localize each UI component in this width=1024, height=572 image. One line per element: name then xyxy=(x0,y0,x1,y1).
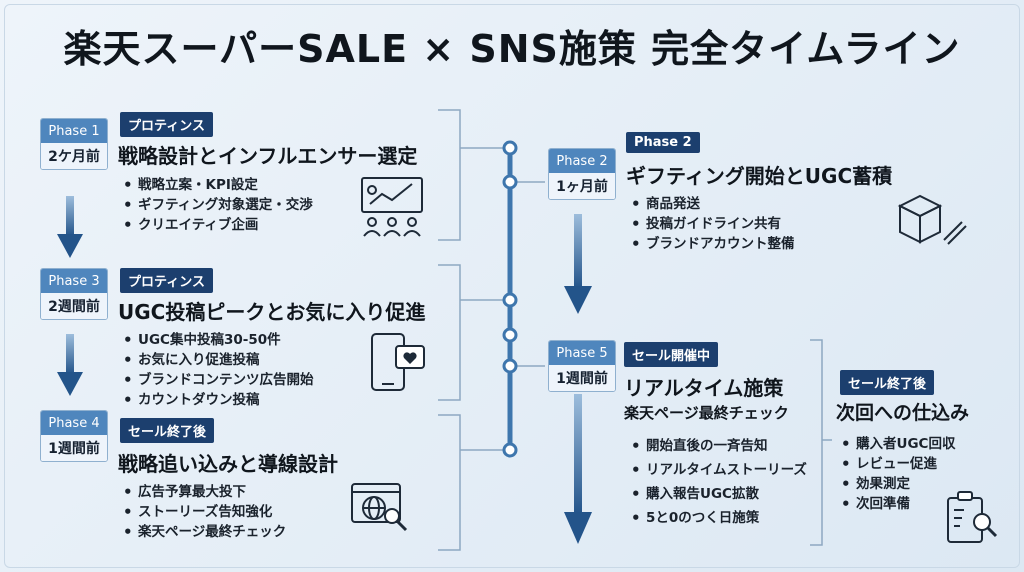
phase5-subheading: 楽天ページ最終チェック xyxy=(624,404,789,422)
list-item: カウントダウン投稿 xyxy=(120,390,314,410)
arrow-phase3-to-phase4 xyxy=(57,334,83,396)
phase2-label: Phase 2 xyxy=(549,149,615,173)
list-item: 効果測定 xyxy=(838,474,955,494)
phase5-timing: 1週間前 xyxy=(549,365,615,391)
phase5-bullets: 開始直後の一斉告知 リアルタイムストーリーズ 購入報告UGC拡散 5と0のつく日… xyxy=(628,434,807,530)
list-item: 広告予算最大投下 xyxy=(120,482,286,502)
phase3-badge: Phase 3 2週間前 xyxy=(40,268,108,320)
list-item: 楽天ページ最終チェック xyxy=(120,522,286,542)
page-title: 楽天スーパーSALE × SNS施策 完全タイムライン xyxy=(63,27,961,71)
list-item: レビュー促進 xyxy=(838,454,955,474)
phase2-badge: Phase 2 1ヶ月前 xyxy=(548,148,616,200)
phase4-bullets: 広告予算最大投下 ストーリーズ告知強化 楽天ページ最終チェック xyxy=(120,482,286,542)
phase1-timing: 2ケ月前 xyxy=(41,143,107,169)
list-item: 購入者UGC回収 xyxy=(838,434,955,454)
timeline-nodes xyxy=(502,140,518,458)
list-item: リアルタイムストーリーズ xyxy=(628,458,807,482)
phase2-tag: Phase 2 xyxy=(626,132,700,153)
list-item: ギフティング対象選定・交渉 xyxy=(120,195,313,215)
list-item: 開始直後の一斉告知 xyxy=(628,434,807,458)
smartphone-heart-icon xyxy=(371,333,425,391)
phase4-tag: セール終了後 xyxy=(120,418,215,443)
strategy-chart-team-icon xyxy=(361,177,423,237)
list-item: UGC集中投稿30-50件 xyxy=(120,330,314,350)
arrow-phase1-to-phase3 xyxy=(57,196,83,258)
phase1-heading: 戦略設計とインフルエンサー選定 xyxy=(118,144,418,168)
phase4-label: Phase 4 xyxy=(41,411,107,435)
phase5-tag: セール開催中 xyxy=(624,342,719,367)
list-item: 商品発送 xyxy=(628,194,795,214)
phase3-timing: 2週間前 xyxy=(41,293,107,319)
phase3-tag: プロティンス xyxy=(120,268,213,293)
list-item: 購入報告UGC拡散 xyxy=(628,482,807,506)
list-item: お気に入り促進投稿 xyxy=(120,350,314,370)
phase5-label: Phase 5 xyxy=(549,341,615,365)
section-brackets xyxy=(438,109,832,551)
phase4-badge: Phase 4 1週間前 xyxy=(40,410,108,462)
phase1-label: Phase 1 xyxy=(41,119,107,143)
page-frame xyxy=(4,4,1020,568)
phase2-bullets: 商品発送 投稿ガイドライン共有 ブランドアカウント整備 xyxy=(628,194,795,254)
phase3-bullets: UGC集中投稿30-50件 お気に入り促進投稿 ブランドコンテンツ広告開始 カウ… xyxy=(120,330,314,410)
phase1-bullets: 戦略立案・KPI設定 ギフティング対象選定・交渉 クリエイティブ企画 xyxy=(120,175,313,235)
phase2-heading: ギフティング開始とUGC蓄積 xyxy=(626,164,893,188)
list-item: 投稿ガイドライン共有 xyxy=(628,214,795,234)
list-item: ストーリーズ告知強化 xyxy=(120,502,286,522)
after-tag: セール終了後 xyxy=(840,370,935,395)
list-item: クリエイティブ企画 xyxy=(120,215,313,235)
list-item: 戦略立案・KPI設定 xyxy=(120,175,313,195)
after-bullets: 購入者UGC回収 レビュー促進 効果測定 次回準備 xyxy=(838,434,955,514)
phase3-label: Phase 3 xyxy=(41,269,107,293)
phase3-heading: UGC投稿ピークとお気に入り促進 xyxy=(118,300,426,324)
phase5-heading: リアルタイム施策 xyxy=(624,376,784,400)
arrow-phase2-to-phase5 xyxy=(564,214,592,314)
browser-globe-search-icon xyxy=(351,483,408,532)
list-item: 5と0のつく日施策 xyxy=(628,506,807,530)
list-item: ブランドコンテンツ広告開始 xyxy=(120,370,314,390)
list-item: ブランドアカウント整備 xyxy=(628,234,795,254)
list-item: 次回準備 xyxy=(838,494,955,514)
clipboard-search-icon xyxy=(947,491,998,543)
after-heading: 次回への仕込み xyxy=(836,402,970,424)
arrow-phase5-down xyxy=(564,394,592,544)
phase1-badge: Phase 1 2ケ月前 xyxy=(40,118,108,170)
phase1-tag: プロティンス xyxy=(120,112,213,137)
phase4-timing: 1週間前 xyxy=(41,435,107,461)
box-pencil-icon xyxy=(897,194,967,245)
phase4-heading: 戦略追い込みと導線設計 xyxy=(118,452,338,476)
phase5-badge: Phase 5 1週間前 xyxy=(548,340,616,392)
phase2-timing: 1ヶ月前 xyxy=(549,173,615,199)
